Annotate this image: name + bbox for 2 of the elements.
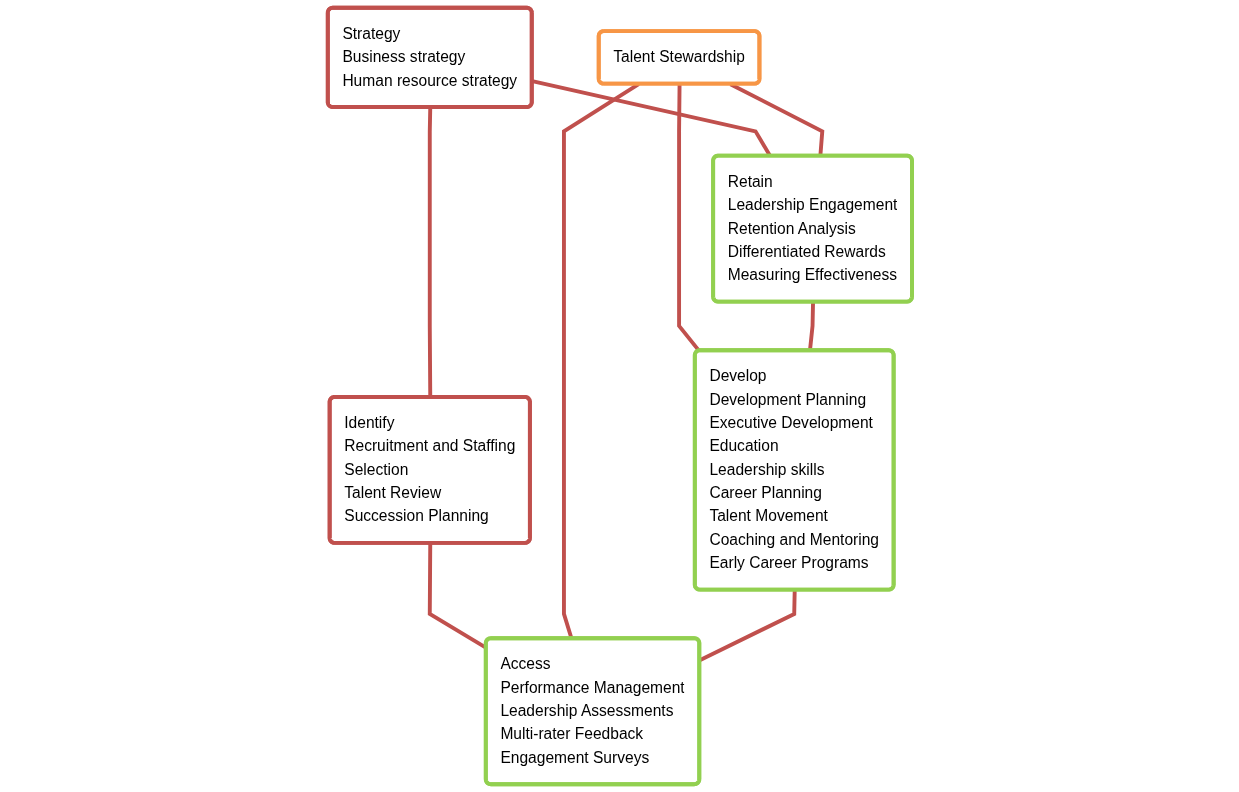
connector: [427, 543, 487, 650]
connector: [807, 302, 815, 351]
